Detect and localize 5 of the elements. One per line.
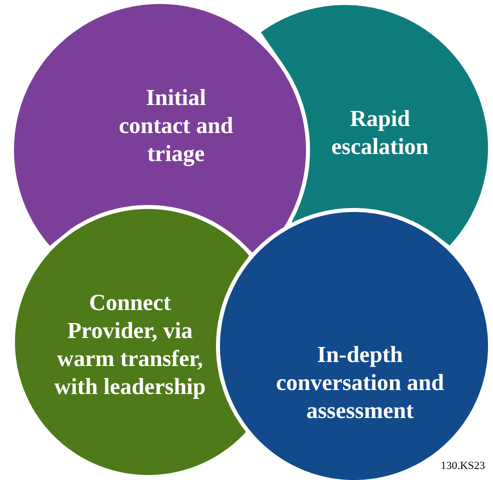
circle-label: Connect Provider, via warm transfer, with leadership bbox=[53, 289, 207, 401]
circle-label: Rapid escalation bbox=[330, 105, 430, 161]
circle-label: In-depth conversation and assessment bbox=[275, 341, 445, 425]
figure-code: 130.KS23 bbox=[440, 458, 485, 474]
circle-label: Initial contact and triage bbox=[118, 84, 234, 168]
